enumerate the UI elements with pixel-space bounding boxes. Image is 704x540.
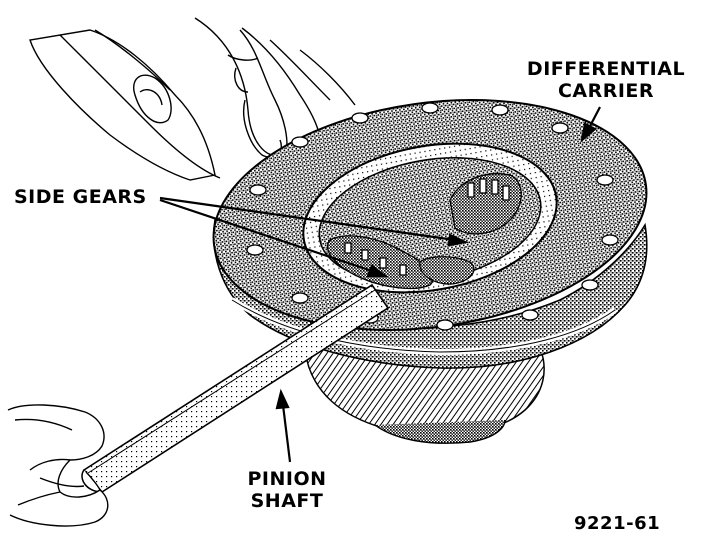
- leader-lines: [159, 106, 601, 463]
- differential-carrier-label-line1: DIFFERENTIAL: [526, 58, 686, 80]
- side-gears: [327, 173, 522, 290]
- ring-gear: [304, 347, 545, 444]
- lower-hand: [7, 404, 109, 527]
- upper-hand: [29, 17, 356, 181]
- side-gears-label: SIDE GEARS: [14, 186, 147, 208]
- differential-carrier-label-line2: CARRIER: [557, 80, 655, 102]
- differential-carrier-label: DIFFERENTIAL CARRIER: [522, 58, 690, 102]
- pinion-shaft-label-line1: PINION: [247, 468, 327, 490]
- pinion-shaft-label: PINION SHAFT: [232, 468, 342, 512]
- figure-number: 9221-61: [574, 513, 661, 534]
- pinion-shaft-label-line2: SHAFT: [250, 490, 324, 512]
